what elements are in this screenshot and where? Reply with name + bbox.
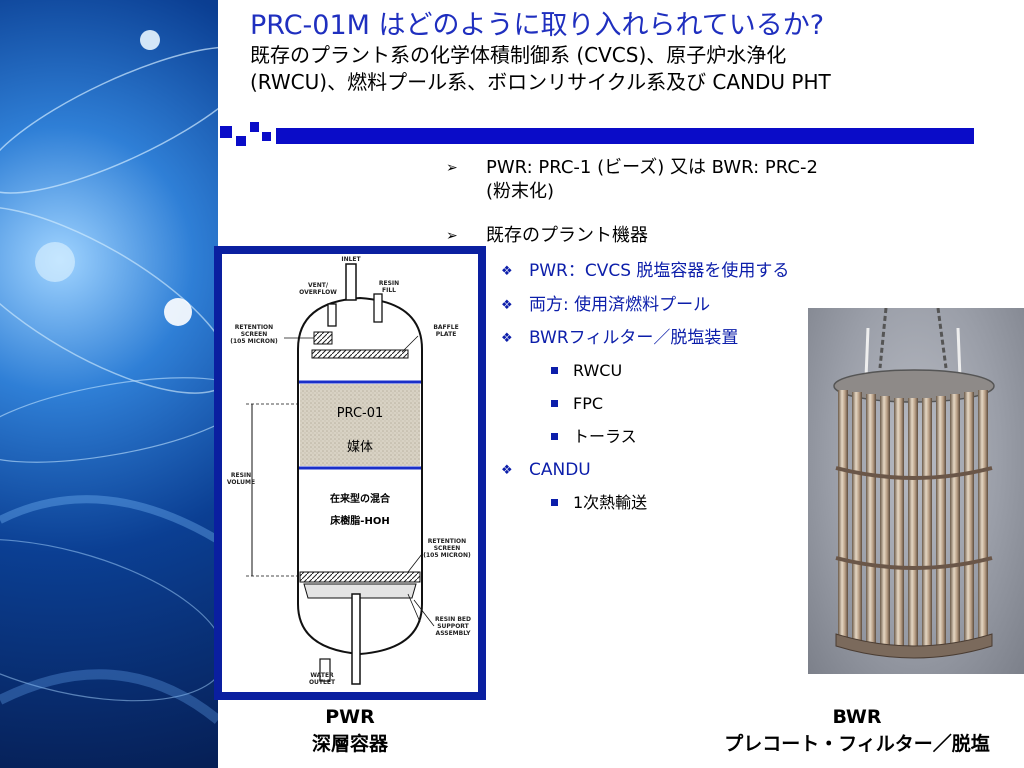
diagram-label-resin-bed-support: RESIN BED SUPPORT ASSEMBLY [434,616,472,637]
sub-bullet-text: PWR：CVCS 脱塩容器を使用する [529,261,790,281]
diagram-label-inlet: INLET [341,256,361,263]
square-bullet-icon [551,367,558,374]
diagram-label-resin-volume: RESIN VOLUME [226,472,256,486]
bullet-pwr-bwr: ➢ PWR: PRC-1 (ビーズ) 又は BWR: PRC-2 (粉末化) [446,156,966,204]
sub-bullet-text: BWRフィルター／脱塩装置 [529,328,739,348]
sub-bullet-spent-fuel-pool: ❖ 両方: 使用済燃料プール [501,294,711,316]
atom-orbits-graphic [0,30,218,724]
diagram-label-retention-screen-bottom: RETENTION SCREEN (105 MICRON) [423,538,471,559]
vessel-schematic [246,263,435,685]
divider-block [220,126,232,138]
arrow-bullet-icon: ➢ [446,160,458,176]
sub-bullet-bwr-filter: ❖ BWRフィルター／脱塩装置 [501,327,739,349]
slide-subtitle-line-1: 既存のプラント系の化学体積制御系 (CVCS)、原子炉水浄化 [250,43,787,67]
mixed-bed-label-line-2: 床樹脂-HOH [330,516,390,527]
divider-block [236,136,246,146]
slide-title: PRC-01M はどのように取り入れられているか? [250,10,825,41]
sub-bullet-candu: ❖ CANDU [501,459,591,481]
caption-left-line-2: 深層容器 [311,733,388,755]
diagram-label-baffle-plate: BAFFLE PLATE [433,324,459,338]
pwr-vessel-diagram: INLET VENT/ OVERFLOW RESIN FILL RETENTIO… [214,246,486,700]
diamond-bullet-icon: ❖ [501,331,513,346]
slide-subtitle-line-2: (RWCU)、燃料プール系、ボロンリサイクル系及び CANDU PHT [250,70,831,94]
media-label-media: 媒体 [346,440,373,455]
decorative-background-panel [0,0,218,768]
arrow-bullet-icon: ➢ [446,228,458,244]
caption-left-line-1: PWR [325,706,375,728]
sub-bullet-pwr-cvcs: ❖ PWR：CVCS 脱塩容器を使用する [501,260,790,282]
sub-bullet-text: 両方: 使用済燃料プール [529,295,711,315]
diagram-label-resin-fill: RESIN FILL [378,280,400,294]
sub-sub-bullet-text: RWCU [573,361,623,380]
filter-assembly-illustration [833,308,995,659]
bwr-filter-photo [808,308,1024,674]
diamond-bullet-icon: ❖ [501,463,513,478]
title-divider [218,122,974,146]
diamond-bullet-icon: ❖ [501,298,513,313]
square-bullet-icon [551,433,558,440]
divider-block [250,122,259,132]
sub-sub-bullet-rwcu: RWCU [551,360,623,382]
caption-right: BWR プレコート・フィルター／脱塩 [700,704,1014,758]
bullet-text-line: (粉末化) [486,181,555,202]
sub-sub-bullet-primary-heat-transport: 1次熱輸送 [551,492,648,514]
sub-sub-bullet-fpc: FPC [551,393,604,415]
caption-right-line-1: BWR [832,706,882,728]
square-bullet-icon [551,400,558,407]
caption-left: PWR 深層容器 [280,704,420,758]
divider-block [262,132,271,141]
diagram-label-water-outlet: WATER OUTLET [308,672,336,686]
square-bullet-icon [551,499,558,506]
sub-sub-bullet-text: トーラス [573,427,637,446]
bullet-existing-equipment: ➢ 既存のプラント機器 [446,224,966,248]
diagram-label-retention-screen-top: RETENTION SCREEN (105 MICRON) [230,324,278,345]
sub-sub-bullet-text: FPC [573,394,604,413]
diagram-label-vent-overflow: VENT/ OVERFLOW [299,282,337,296]
mixed-bed-label-line-1: 在来型の混合 [330,494,390,505]
sub-sub-bullet-torus: トーラス [551,426,637,448]
bullet-text-line: 既存のプラント機器 [486,225,648,246]
caption-right-line-2: プレコート・フィルター／脱塩 [724,733,990,755]
diagram-canvas: INLET VENT/ OVERFLOW RESIN FILL RETENTIO… [222,254,478,692]
sub-bullet-text: CANDU [529,460,591,480]
sub-sub-bullet-text: 1次熱輸送 [573,493,648,512]
divider-bar [276,128,974,144]
slide-title-block: PRC-01M はどのように取り入れられているか? 既存のプラント系の化学体積制… [250,10,1010,96]
diamond-bullet-icon: ❖ [501,264,513,279]
media-label-prc01: PRC-01 [336,406,384,421]
bullet-text-line: PWR: PRC-1 (ビーズ) 又は BWR: PRC-2 [486,157,818,178]
